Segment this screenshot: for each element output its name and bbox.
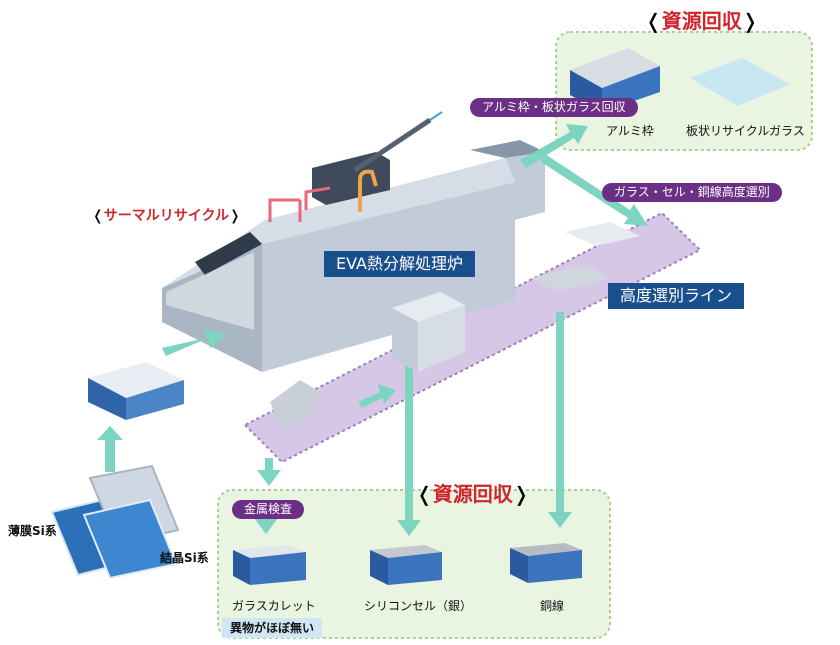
bottom-recovery-title: ❬資源回収❭ xyxy=(416,482,530,506)
aluminum-glass-recovery-label: アルミ枠・板状ガラス回収 xyxy=(470,98,638,117)
recycled-glass-label: 板状リサイクルガラス xyxy=(686,124,805,138)
thermal-recycle-label: ❬サーマルリサイクル❭ xyxy=(92,208,241,224)
stacked-panels xyxy=(88,362,184,420)
advanced-sorting-line-label: 高度選別ライン xyxy=(608,283,745,309)
eva-furnace xyxy=(162,111,545,372)
sorting-machine-1 xyxy=(532,222,640,292)
copper-wire-bin xyxy=(510,543,582,583)
eva-furnace-label: EVA熱分解処理炉 xyxy=(324,251,475,277)
aluminum-frame-label: アルミ枠 xyxy=(606,124,654,138)
recycled-glass-sheet xyxy=(690,58,790,106)
copper-wire-label: 銅線 xyxy=(540,599,565,613)
glass-cullet-bin xyxy=(233,545,306,585)
crystalline-si-label: 結晶Si系 xyxy=(160,551,209,565)
sorting-machine-2 xyxy=(392,292,465,372)
almost-no-foreign-matter-note: 異物がほぼ無い xyxy=(222,618,323,638)
solar-panels xyxy=(50,464,180,580)
thin-film-si-label: 薄膜Si系 xyxy=(8,524,57,538)
sorting-machine-3 xyxy=(270,380,320,430)
metal-inspection-label: 金属検査 xyxy=(232,500,305,519)
glass-cullet-label: ガラスカレット xyxy=(232,599,316,613)
silicon-cell-label: シリコンセル（銀） xyxy=(364,599,473,613)
silicon-cell-bin xyxy=(370,545,442,585)
advanced-sorting-flow-label: ガラス・セル・銅線高度選別 xyxy=(602,183,782,202)
top-recovery-title: ❬資源回収❭ xyxy=(645,9,759,33)
